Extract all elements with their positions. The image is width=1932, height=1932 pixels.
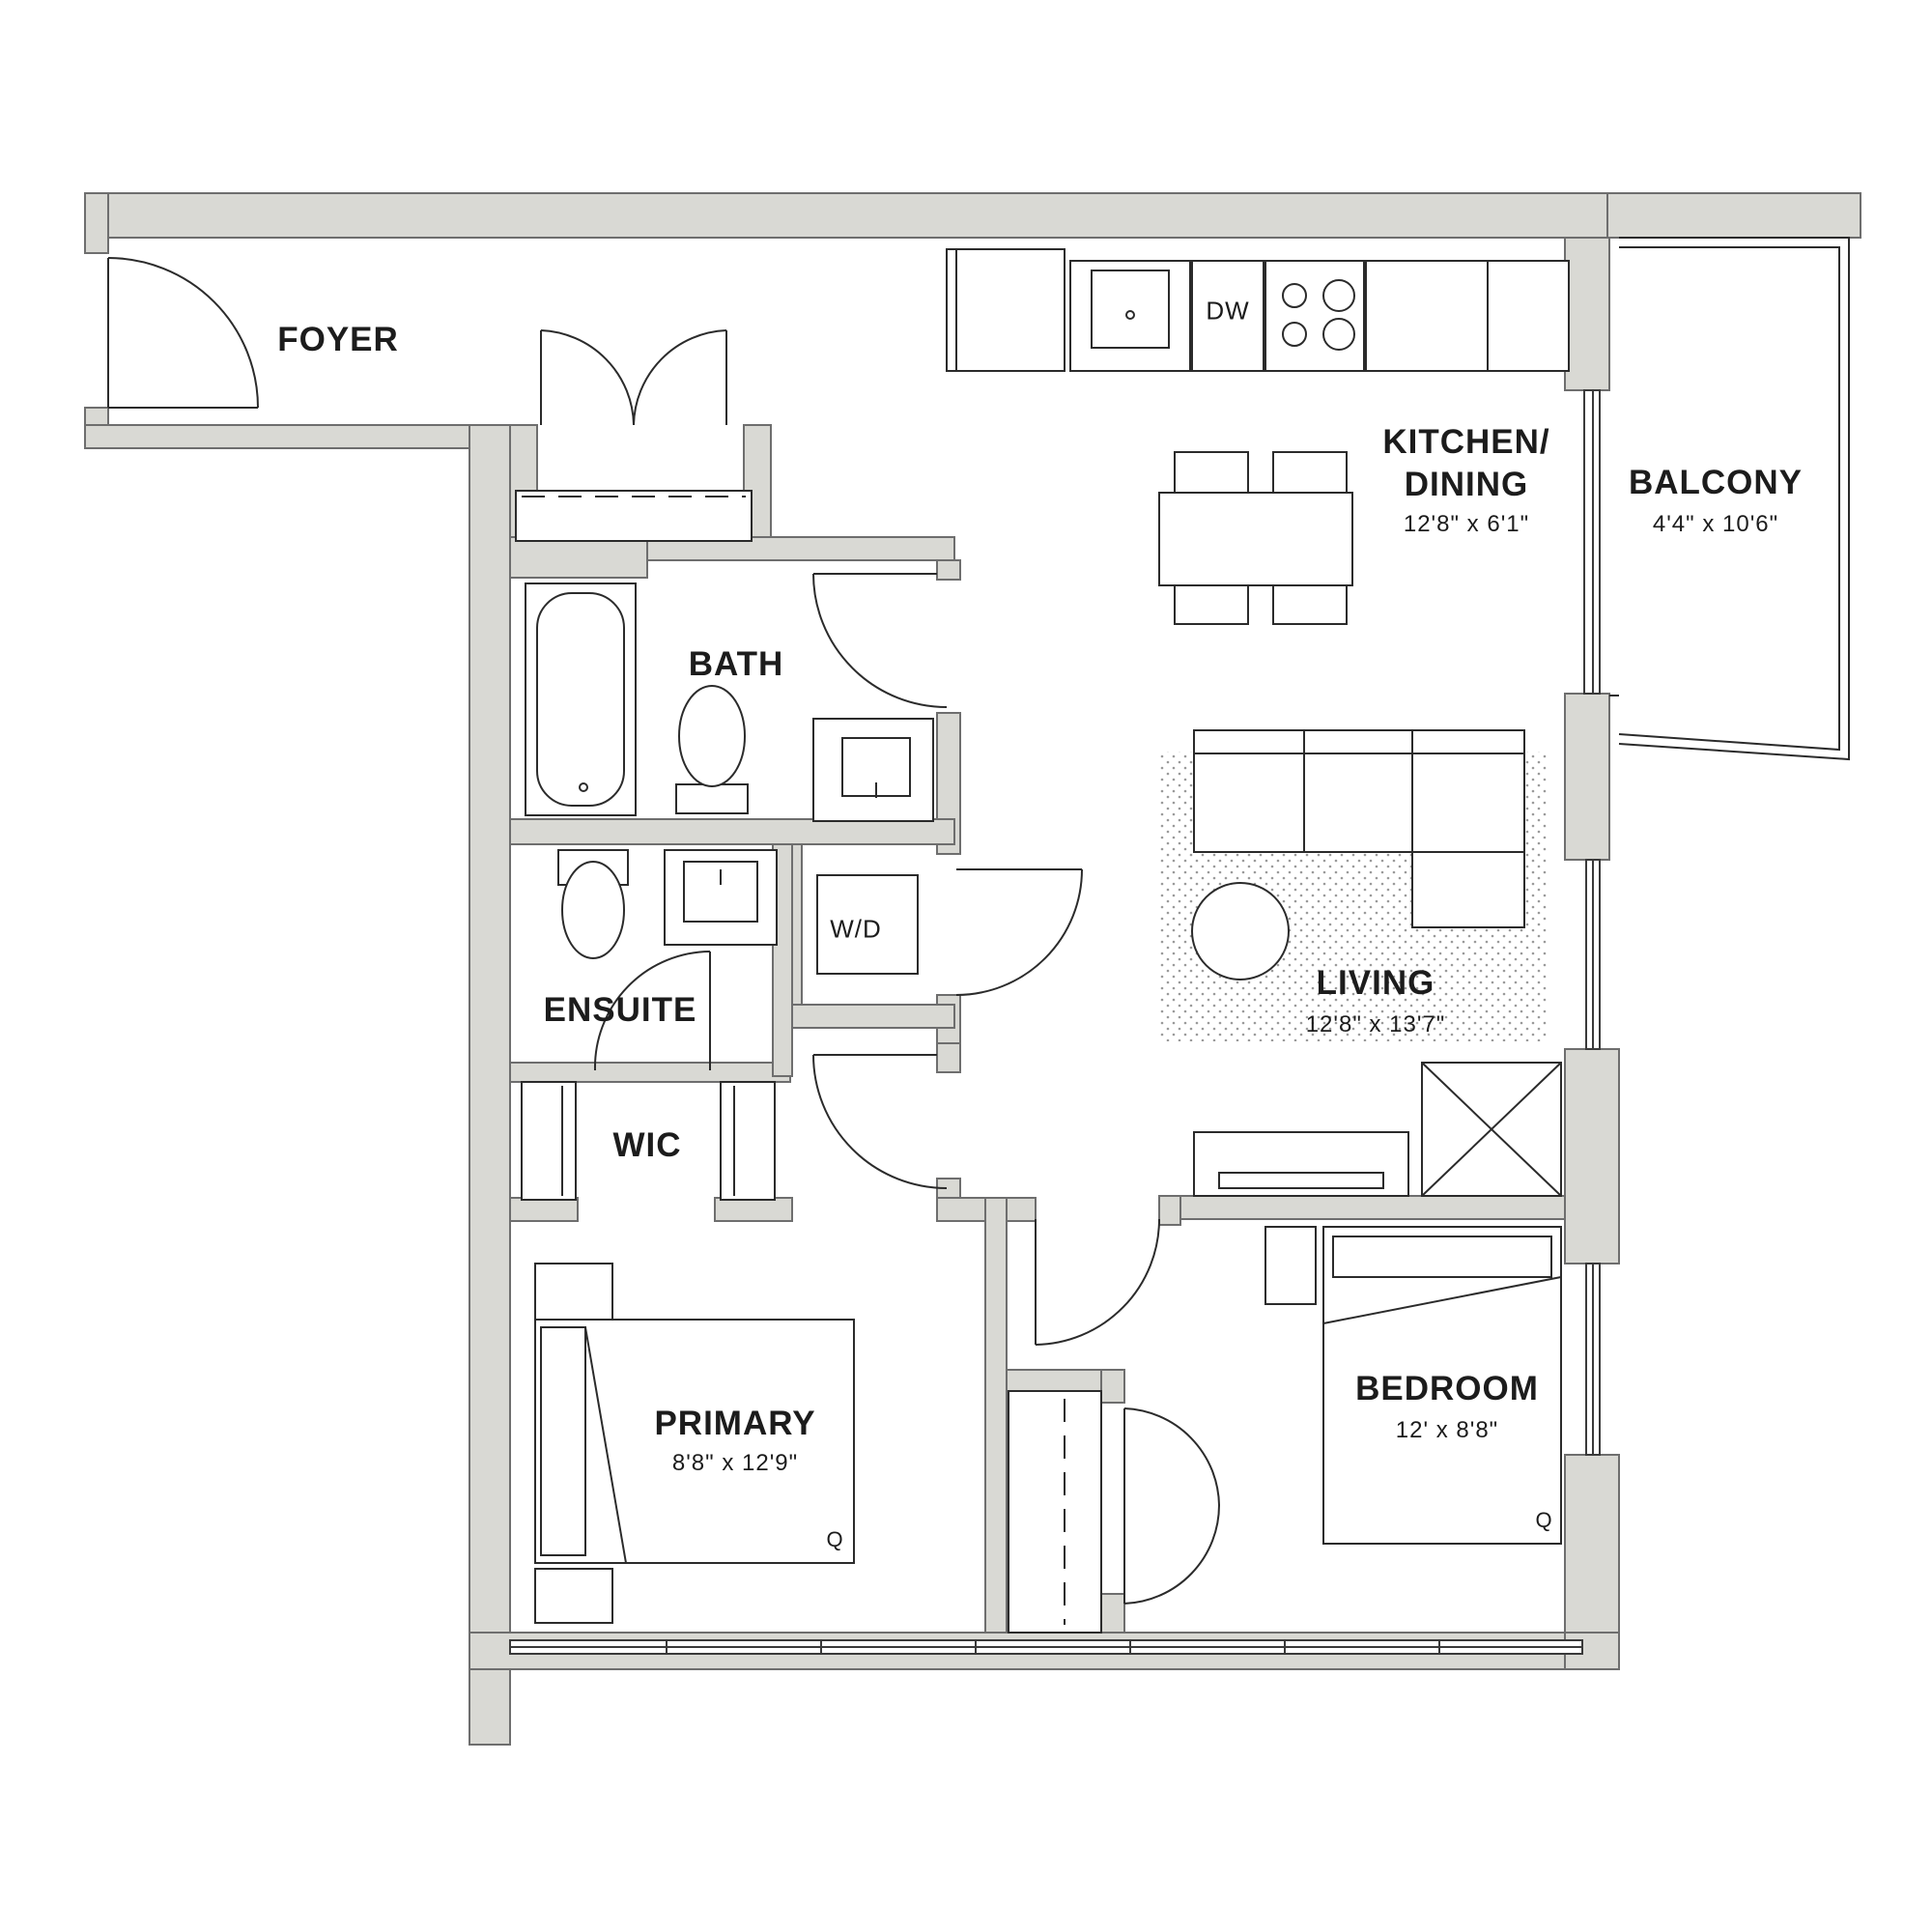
bedroom-label: BEDROOM xyxy=(1355,1370,1539,1407)
kitchen-label-line1: KITCHEN/ xyxy=(1382,423,1550,461)
primary-bed-size-label: Q xyxy=(826,1527,843,1551)
living-dims: 12'8" x 13'7" xyxy=(1305,1011,1446,1037)
window-right xyxy=(1583,389,1601,1456)
kitchen-dims: 12'8" x 6'1" xyxy=(1403,511,1530,537)
walls xyxy=(84,192,1861,1746)
balcony-dims: 4'4" x 10'6" xyxy=(1652,511,1779,537)
ensuite-label: ENSUITE xyxy=(543,991,697,1029)
bath-label: BATH xyxy=(688,645,784,683)
bedroom-bed-size-label: Q xyxy=(1535,1508,1552,1532)
balcony-label: BALCONY xyxy=(1628,464,1804,501)
window-bottom xyxy=(509,1639,1583,1655)
wic-label: WIC xyxy=(612,1126,682,1164)
primary-label: PRIMARY xyxy=(654,1405,816,1442)
dishwasher-label: DW xyxy=(1206,296,1250,326)
foyer-label: FOYER xyxy=(277,321,399,358)
bedroom-dims: 12' x 8'8" xyxy=(1395,1417,1499,1443)
fixtures xyxy=(515,248,1570,1634)
balcony-railing xyxy=(1609,237,1850,761)
primary-dims: 8'8" x 12'9" xyxy=(671,1450,799,1476)
kitchen-label-line2: DINING xyxy=(1404,466,1529,503)
doors xyxy=(107,257,1221,1605)
living-label: LIVING xyxy=(1316,964,1435,1002)
washer-dryer-label: W/D xyxy=(830,914,882,944)
